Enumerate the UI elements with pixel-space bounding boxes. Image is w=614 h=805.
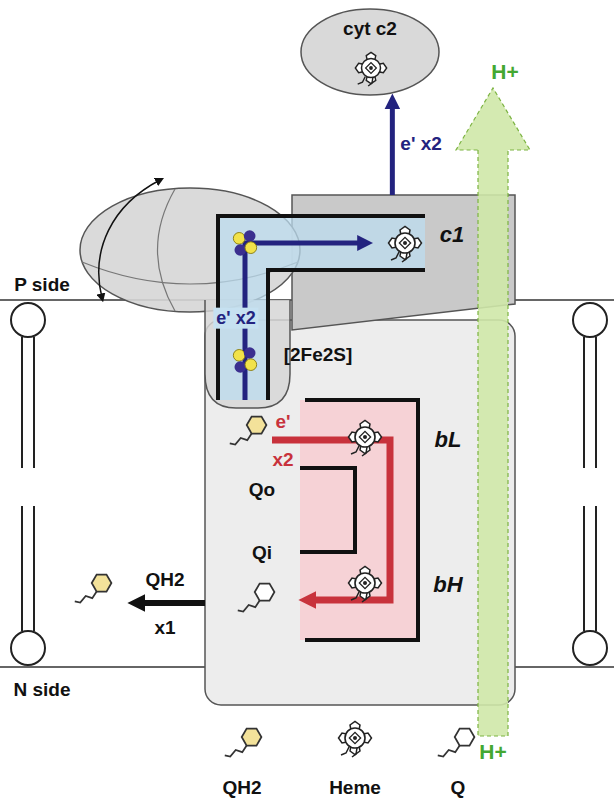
proton-arrow [456,88,530,736]
legend-sample [339,722,372,758]
heme-bh [349,567,382,603]
release-arrow [140,600,205,606]
low-potential-chain [300,400,418,640]
label-text: e' x2 [213,308,258,329]
heme-c2 [355,52,386,86]
label-text: e' [275,411,290,433]
lipid-head [573,631,607,665]
fes-cluster [233,347,256,373]
edge-label: e' x2 [400,133,442,155]
label-text: N side [13,679,70,701]
quinol-icon [230,417,267,445]
legend-text: Heme [329,777,381,799]
rotation-arrow [99,180,160,298]
label-text: bL [435,427,462,452]
oval-shape [301,9,439,95]
legend-sample [225,729,262,757]
legend-text: Q [451,777,466,799]
label-text: QH2 [145,569,184,591]
label-text: P side [14,274,70,296]
label-text: x1 [154,617,175,639]
electron-transfer-arrow [390,105,395,195]
label-text: H+ [491,60,518,84]
label-text: [2Fe2S] [284,344,353,366]
pocket-outline [300,468,355,552]
label-text: bH [433,572,462,597]
heme-c1 [389,227,422,263]
lipid-head [573,303,607,337]
label-text: H+ [479,740,506,764]
node-text: c1 [440,222,464,247]
subunit-box: c1 [292,195,515,303]
label-text: x2 [272,449,293,471]
electron-arrow [245,243,362,400]
lipid-head [11,303,45,337]
lipid-head [11,631,45,665]
subunit-outline [268,270,425,400]
legend-sample [438,729,475,757]
cyt-b-outline [305,400,418,640]
protein-oval: cyt c2 [300,8,440,96]
quinol-icon [75,575,112,603]
lipid-tail [584,337,596,631]
quinone-icon [238,584,275,612]
node-text: cyt c2 [343,18,397,40]
fes-cluster [233,230,256,256]
lipid-tail [22,337,34,631]
label-text: Qi [252,542,272,564]
heme-bl [349,421,382,457]
globe-line [158,189,176,311]
label-text: Qo [249,479,275,501]
legend-text: QH2 [222,777,261,799]
